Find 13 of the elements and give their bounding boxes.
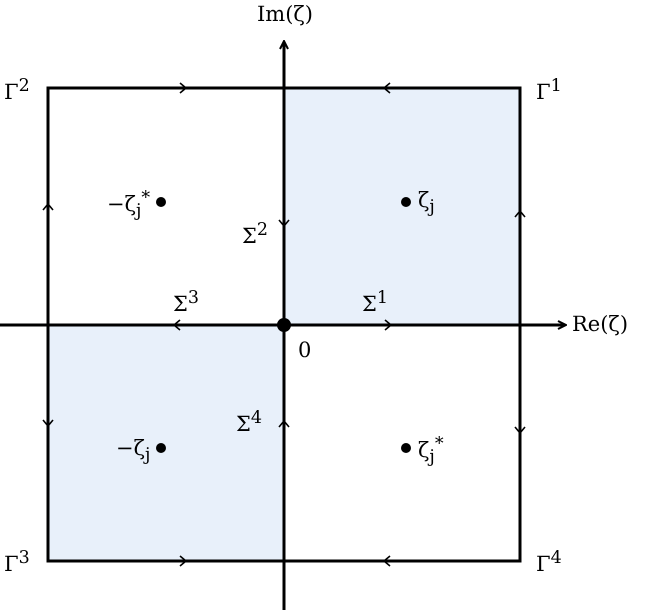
corner-label: Γ$^{3}$ <box>4 550 30 575</box>
axis-label: Re(ζ) <box>572 314 628 335</box>
corner-label: Γ$^{4}$ <box>536 550 562 575</box>
contour-label: Σ$^{4}$ <box>236 410 262 435</box>
point-label: ζ$_{j}$ <box>418 190 435 217</box>
origin-label: 0 <box>298 340 312 361</box>
point-label: −ζ$_{j}$ <box>116 438 150 465</box>
contour-label: Σ$^{2}$ <box>242 222 268 247</box>
contour-label: Σ$^{1}$ <box>362 290 388 315</box>
contour-label: Σ$^{3}$ <box>173 290 199 315</box>
corner-label: Γ$^{2}$ <box>4 78 30 103</box>
axis-label: Im(ζ) <box>257 4 313 25</box>
corner-label: Γ$^{1}$ <box>536 78 562 103</box>
